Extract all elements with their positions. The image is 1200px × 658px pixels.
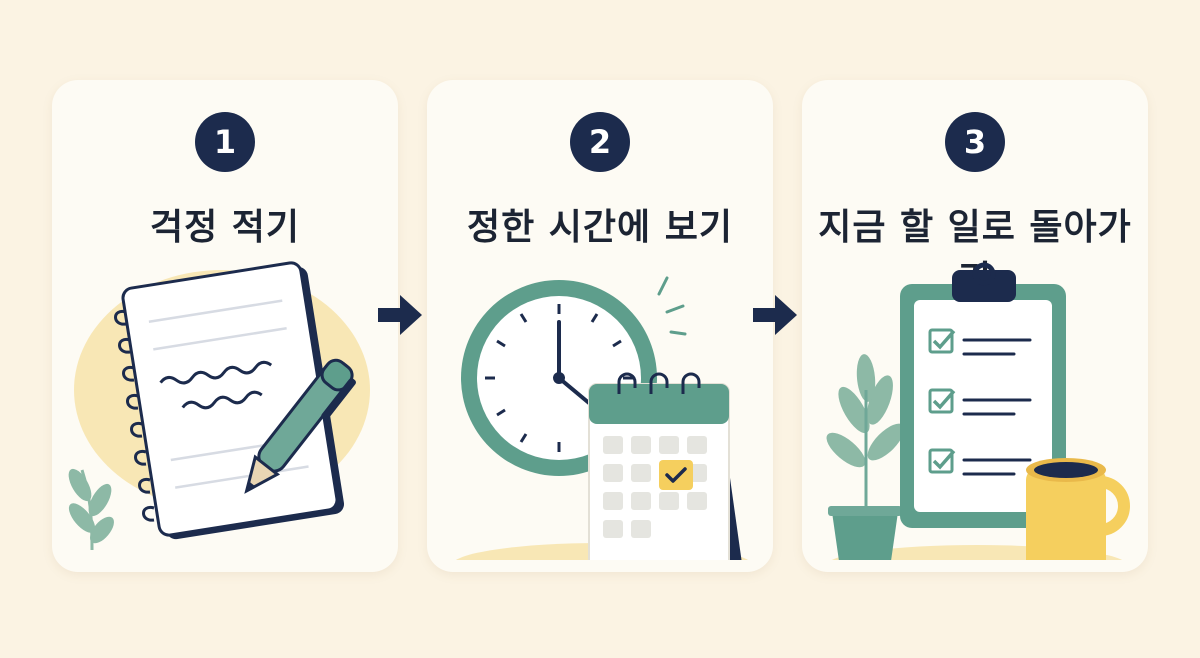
step-label-3: 지금 할 일로 돌아가기 (818, 207, 1132, 300)
arrow-right-icon (378, 295, 422, 335)
step-card-3: 3 지금 할 일로 돌아가기 (802, 80, 1148, 572)
step-card-1: 1 걱정 적기 (52, 80, 398, 572)
step-number-badge-2: 2 (570, 112, 630, 172)
step-number-badge-3: 3 (945, 112, 1005, 172)
step-number-badge-1: 1 (195, 112, 255, 172)
step-label-2: 정한 시간에 보기 (467, 207, 733, 248)
step-card-2: 2 정한 시간에 보기 (427, 80, 773, 572)
clock-calendar-icon (455, 276, 749, 560)
clipboard-checklist-icon (826, 262, 1130, 560)
step-label-1: 걱정 적기 (149, 207, 300, 248)
notebook-pen-icon (68, 261, 370, 551)
arrow-right-icon (753, 295, 797, 335)
